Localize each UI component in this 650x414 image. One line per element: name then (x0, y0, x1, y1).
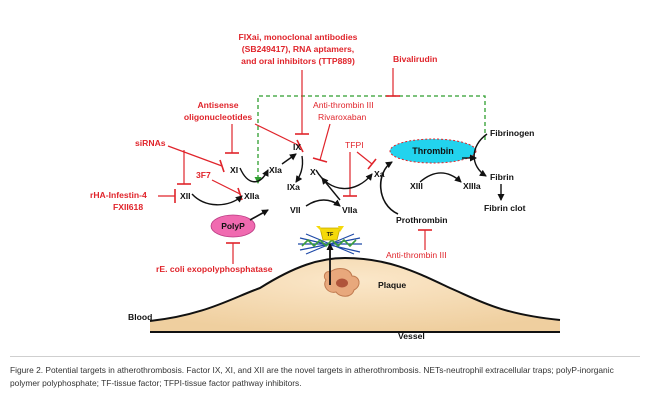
rivaroxaban-label: Rivaroxaban (318, 112, 366, 122)
3f7-to-xiia-inhibit (211, 179, 241, 195)
x-label: X (310, 167, 316, 177)
xiii-to-xiiia-arrow (419, 172, 462, 183)
figure-caption: Figure 2. Potential targets in atherothr… (10, 365, 614, 388)
ix-to-ixa-arrow (295, 155, 304, 183)
fixai-label-line2: (SB249417), RNA aptamers, (242, 44, 354, 54)
caption-rule (10, 356, 640, 357)
fibrin-clot-label: Fibrin clot (484, 203, 526, 213)
rha-infestin-label: rHA-Infestin-4 (90, 190, 147, 200)
antisense-label-line1: Antisense (197, 100, 238, 110)
viia-label: VIIa (342, 205, 358, 215)
thrombin-node: Thrombin (389, 138, 477, 164)
anti-thrombin-bottom-label: Anti-thrombin III (386, 250, 447, 260)
xa-label: Xa (374, 169, 385, 179)
xii-label: XII (180, 191, 191, 201)
thrombin-feedback-path (254, 95, 486, 184)
xi-to-xia-arrow (239, 167, 269, 183)
ix-label: IX (293, 142, 301, 152)
xi-label: XI (230, 165, 238, 175)
vessel-outline (149, 256, 561, 322)
rivaroxaban-inhibit-line (319, 123, 331, 161)
tf-label: TF (327, 232, 334, 238)
polyp-label: PolyP (221, 221, 245, 231)
polyp-node: PolyP (210, 214, 256, 238)
prothrombin-label: Prothrombin (396, 215, 448, 225)
plaque-label: Plaque (378, 280, 406, 290)
fxii618-label: FXII618 (113, 202, 143, 212)
xii-to-xiia-arrow (191, 193, 243, 206)
vessel-label: Vessel (398, 331, 425, 341)
prothrombin-to-thrombin-arrow (379, 161, 399, 215)
antisense-to-ix-inhibit (254, 123, 301, 147)
polyp-to-xii-arrow (249, 209, 269, 221)
vii-to-viia-arrow (305, 199, 341, 207)
bivalirudin-label: Bivalirudin (393, 54, 437, 64)
xiia-label: XIIa (244, 191, 260, 201)
antisense-label-line2: oligonucleotides (184, 112, 252, 122)
xia-to-ix-arrow (281, 153, 297, 165)
xiii-label: XIII (410, 181, 423, 191)
tfpi-label: TFPI (345, 140, 364, 150)
tissue-factor: TF (316, 226, 344, 241)
fixai-label-line1: FIXai, monoclonal antibodies (239, 32, 358, 42)
thrombin-label: Thrombin (412, 146, 454, 156)
fixai-label-line3: and oral inhibitors (TTP889) (241, 56, 355, 66)
tfpi-to-xa-inhibit (356, 151, 373, 165)
macrophage-cell (323, 268, 360, 297)
anti-thrombin-top-label: Anti-thrombin III (313, 100, 374, 110)
x-to-xa-arrow (315, 169, 373, 190)
ecoli-label: rE. coli exopolyphosphatase (156, 264, 273, 274)
vii-label: VII (290, 205, 301, 215)
sirnas-label: siRNAs (135, 138, 166, 148)
fibrinogen-to-fibrin-arrow (473, 133, 488, 177)
ixa-label: IXa (287, 182, 300, 192)
fibrinogen-label: Fibrinogen (490, 128, 534, 138)
blood-label: Blood (128, 312, 152, 322)
xiiia-label: XIIIa (463, 181, 481, 191)
3f7-label: 3F7 (196, 170, 211, 180)
xia-label: XIa (269, 165, 282, 175)
fibrin-label: Fibrin (490, 172, 514, 182)
sirnas-to-xi-inhibit (167, 145, 223, 167)
vessel-wall (149, 256, 561, 333)
viia-to-x-arrow (321, 177, 341, 201)
